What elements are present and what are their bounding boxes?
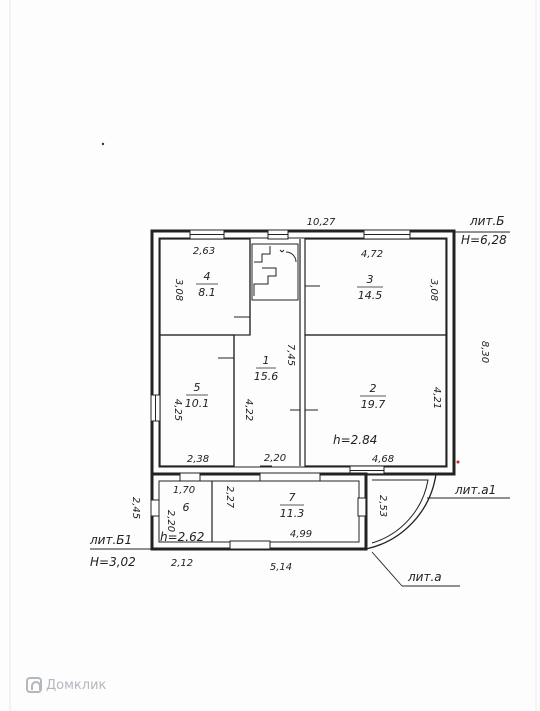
room-labels: 1 15.6 2 19.7 3 14.5 4 8.1 5 10.1 6 7 11… — [183, 270, 386, 520]
dim-r2-width: 4,68 — [372, 454, 394, 465]
height-annex: h=2.62 — [160, 530, 204, 544]
dim-annex-bottom: 5,14 — [270, 562, 292, 573]
tag-lit-b: лит.Б — [469, 214, 505, 228]
tag-h-b1: H=3,02 — [90, 555, 136, 569]
dim-r3-height: 3,08 — [428, 279, 439, 301]
staircase — [251, 243, 299, 301]
dim-r7-left: 2,27 — [224, 486, 235, 509]
dim-r6-height: 2,20 — [165, 510, 176, 532]
dim-r5-width: 2,38 — [187, 454, 209, 465]
tag-h-b: H=6,28 — [461, 233, 507, 247]
dim-r4-width: 2,63 — [193, 246, 215, 257]
dim-r5-height: 4,25 — [172, 399, 183, 421]
dim-annex-height: 2,45 — [130, 497, 141, 519]
watermark: Домклик — [26, 677, 106, 693]
leaders — [90, 231, 510, 587]
room-3-number: 3 — [367, 273, 374, 286]
dim-r1-width-left: 4,22 — [243, 399, 254, 421]
room-3-area: 14.5 — [358, 289, 383, 302]
dim-right-total: 8,30 — [479, 341, 490, 363]
room-4-area: 8.1 — [198, 286, 216, 299]
dim-r6-width: 1,70 — [173, 485, 195, 496]
outer-walls — [150, 229, 456, 476]
windows — [150, 229, 411, 476]
room-5-number: 5 — [194, 381, 201, 394]
dim-top-total: 10,27 — [307, 217, 336, 228]
dim-r3-width: 4,72 — [361, 249, 383, 260]
dim-r2-height: 4,21 — [431, 387, 442, 409]
room-2-number: 2 — [370, 382, 377, 395]
tag-lit-a1: лит.а1 — [454, 483, 496, 497]
room-1-number: 1 — [263, 354, 270, 367]
annex-windows — [150, 472, 367, 550]
tag-lit-b1: лит.Б1 — [89, 533, 132, 547]
room-6-number: 6 — [183, 501, 190, 514]
height-labels: h=2.84 h=2.62 — [160, 433, 377, 544]
veranda-arc — [365, 473, 437, 550]
tag-lit-a: лит.а — [407, 570, 442, 584]
dimensions: 10,27 8,30 2,63 3,08 4,72 3,08 7,45 4,22… — [130, 217, 490, 573]
dim-r4-height: 3,08 — [173, 279, 184, 301]
room-4-number: 4 — [204, 270, 211, 283]
room-5-area: 10.1 — [185, 397, 210, 410]
dim-r1-width-bottom: 2,20 — [264, 453, 286, 464]
dim-r7-right: 2,53 — [377, 495, 388, 517]
watermark-text: Домклик — [46, 677, 107, 693]
room-7-area: 11.3 — [280, 507, 305, 520]
door-marks — [218, 285, 320, 467]
dim-r1-length: 7,45 — [285, 344, 296, 366]
height-main: h=2.84 — [333, 433, 377, 447]
room-2-area: 19.7 — [361, 398, 386, 411]
room-7-number: 7 — [289, 491, 296, 504]
room-1-area: 15.6 — [254, 370, 279, 383]
dim-r7-width: 4,99 — [290, 529, 312, 540]
lit-tags: лит.Б H=6,28 лит.Б1 H=3,02 лит.а1 лит.а — [89, 214, 507, 584]
domclick-logo-icon — [26, 677, 42, 693]
dim-annex-bottom-left: 2,12 — [171, 558, 193, 569]
